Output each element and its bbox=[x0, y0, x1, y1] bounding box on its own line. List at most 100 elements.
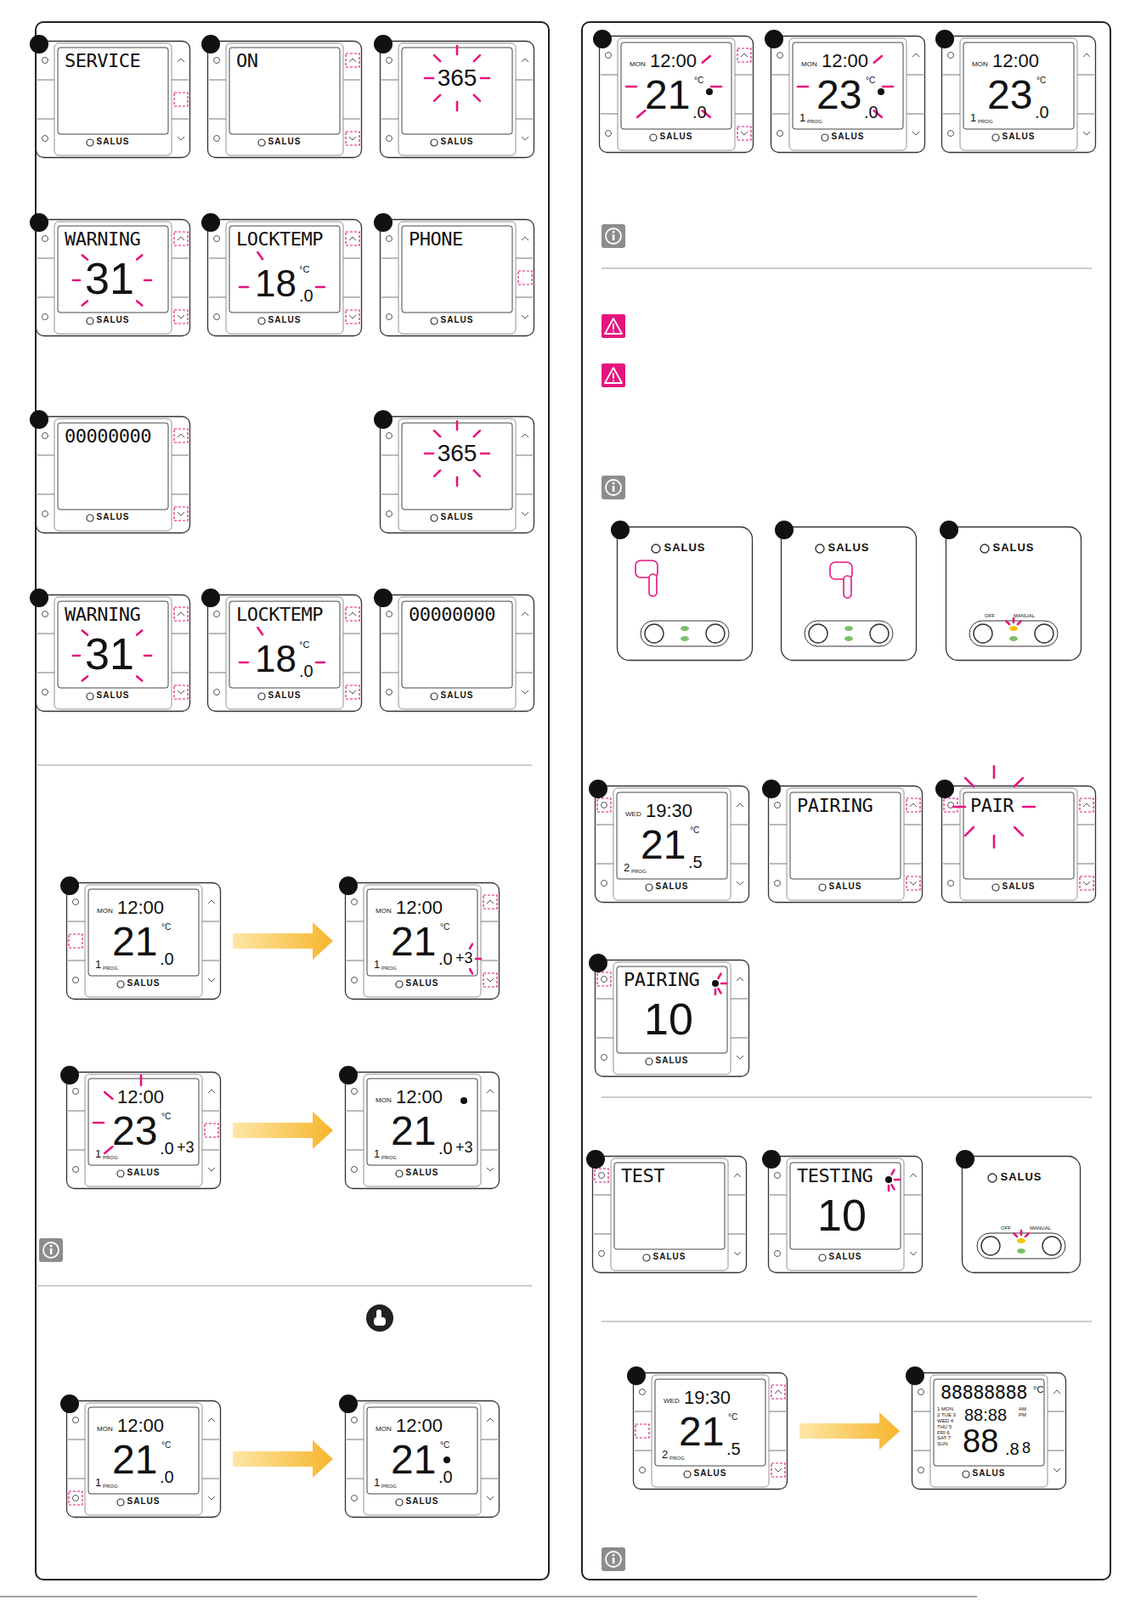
display-text: °C bbox=[161, 1112, 171, 1122]
lcd-screen bbox=[401, 47, 513, 135]
info-icon bbox=[39, 1238, 63, 1263]
display-text: SALUS bbox=[961, 1171, 1081, 1183]
lcd-screen bbox=[963, 42, 1074, 130]
blink-ray bbox=[469, 944, 473, 949]
button-split bbox=[346, 1479, 364, 1480]
thermostat: MON12:0021.0°C1PROGSALUS bbox=[66, 882, 221, 1000]
blink-ray bbox=[1014, 778, 1023, 787]
pointing-hand bbox=[649, 574, 657, 597]
blink-ray bbox=[434, 55, 441, 62]
display-text: 1 bbox=[970, 112, 977, 124]
step-marker bbox=[764, 29, 784, 49]
blink-ray bbox=[474, 470, 481, 477]
info-icon bbox=[601, 475, 626, 500]
blink-ray bbox=[424, 77, 434, 80]
display-text: MANUAL bbox=[1029, 1225, 1051, 1232]
button-split bbox=[202, 921, 220, 923]
logo-swirl bbox=[86, 139, 94, 147]
button-split bbox=[171, 79, 189, 81]
display-text: 1 bbox=[95, 959, 102, 971]
step-marker bbox=[373, 213, 393, 232]
button-split bbox=[381, 297, 399, 299]
touch-icon bbox=[366, 1304, 394, 1333]
display-text: °C bbox=[440, 1441, 450, 1451]
lcd-screen bbox=[229, 601, 340, 689]
press-highlight bbox=[174, 607, 188, 622]
lcd-screen bbox=[621, 42, 732, 130]
thermostat: TESTING10SALUS bbox=[768, 1156, 923, 1274]
device-housing bbox=[768, 1157, 923, 1274]
button-symbol bbox=[177, 237, 185, 241]
thermostat: WARNING31SALUS bbox=[35, 219, 191, 337]
button-split bbox=[202, 1111, 220, 1113]
logo-swirl bbox=[395, 1499, 403, 1507]
logo-swirl bbox=[988, 1174, 997, 1183]
blink-ray bbox=[1022, 806, 1035, 809]
step-marker bbox=[373, 410, 393, 430]
button-symbol bbox=[208, 1168, 215, 1172]
lcd-screen bbox=[401, 601, 513, 689]
button-split bbox=[943, 113, 961, 115]
status-icon bbox=[460, 1097, 468, 1105]
button-symbol bbox=[73, 977, 80, 984]
button-split bbox=[171, 297, 189, 299]
button-split bbox=[343, 672, 361, 674]
button-split bbox=[906, 74, 924, 76]
logo-swirl bbox=[258, 317, 266, 325]
button-symbol bbox=[639, 1468, 646, 1475]
receiver-button bbox=[808, 624, 828, 644]
button-split bbox=[381, 79, 399, 81]
led bbox=[1016, 1248, 1026, 1254]
display-text: SALUS bbox=[344, 1497, 500, 1507]
press-highlight bbox=[174, 92, 188, 107]
button-split bbox=[903, 824, 921, 826]
button-split bbox=[67, 1150, 85, 1152]
blink-ray bbox=[474, 430, 481, 437]
press-highlight bbox=[68, 1491, 83, 1506]
button-split bbox=[730, 864, 748, 865]
display-text: 8 bbox=[1022, 1440, 1031, 1457]
button-symbol bbox=[351, 1417, 358, 1424]
display-text: 21 bbox=[640, 824, 686, 866]
button-symbol bbox=[740, 53, 748, 57]
button-split bbox=[343, 297, 361, 299]
logo-swirl bbox=[645, 884, 653, 892]
thermostat: ONSALUS bbox=[207, 40, 362, 159]
button-symbol bbox=[918, 1468, 925, 1475]
button-split bbox=[171, 633, 189, 635]
press-highlight bbox=[345, 310, 360, 324]
status-icon bbox=[443, 1457, 451, 1464]
display-text: SALUS bbox=[941, 882, 1096, 892]
button-split bbox=[381, 633, 399, 635]
display-text: 1 bbox=[95, 1148, 102, 1160]
button-symbol bbox=[73, 1167, 80, 1174]
display-text: 365 bbox=[401, 66, 513, 91]
device-housing bbox=[67, 1073, 221, 1190]
display-text: SALUS bbox=[344, 1169, 500, 1178]
button-split bbox=[343, 633, 361, 635]
button-symbol bbox=[351, 1089, 358, 1096]
button-symbol bbox=[214, 689, 221, 696]
receiver-button bbox=[1042, 1236, 1062, 1256]
display-text: PAIR bbox=[970, 796, 1014, 816]
display-text: SALUS bbox=[66, 1497, 221, 1507]
button-symbol bbox=[948, 881, 955, 887]
flow-arrow bbox=[799, 1412, 900, 1451]
button-symbol bbox=[601, 977, 608, 983]
button-split bbox=[730, 1038, 748, 1040]
blink-ray bbox=[316, 286, 325, 289]
step-marker bbox=[60, 1395, 80, 1414]
button-symbol bbox=[349, 136, 356, 141]
blink-ray bbox=[434, 430, 441, 437]
button-symbol bbox=[208, 978, 215, 983]
step-marker bbox=[338, 1395, 358, 1414]
button-symbol bbox=[351, 977, 358, 984]
button-split bbox=[37, 494, 55, 496]
lcd-screen bbox=[229, 225, 340, 313]
flow-arrow bbox=[232, 1440, 334, 1479]
thermostat: LOCKTEMP18.0°CSALUS bbox=[207, 219, 362, 337]
display-text: SALUS bbox=[344, 979, 500, 989]
receiver: SALUS bbox=[616, 526, 753, 661]
display-text: SALUS bbox=[941, 132, 1096, 142]
device-housing bbox=[36, 41, 191, 159]
